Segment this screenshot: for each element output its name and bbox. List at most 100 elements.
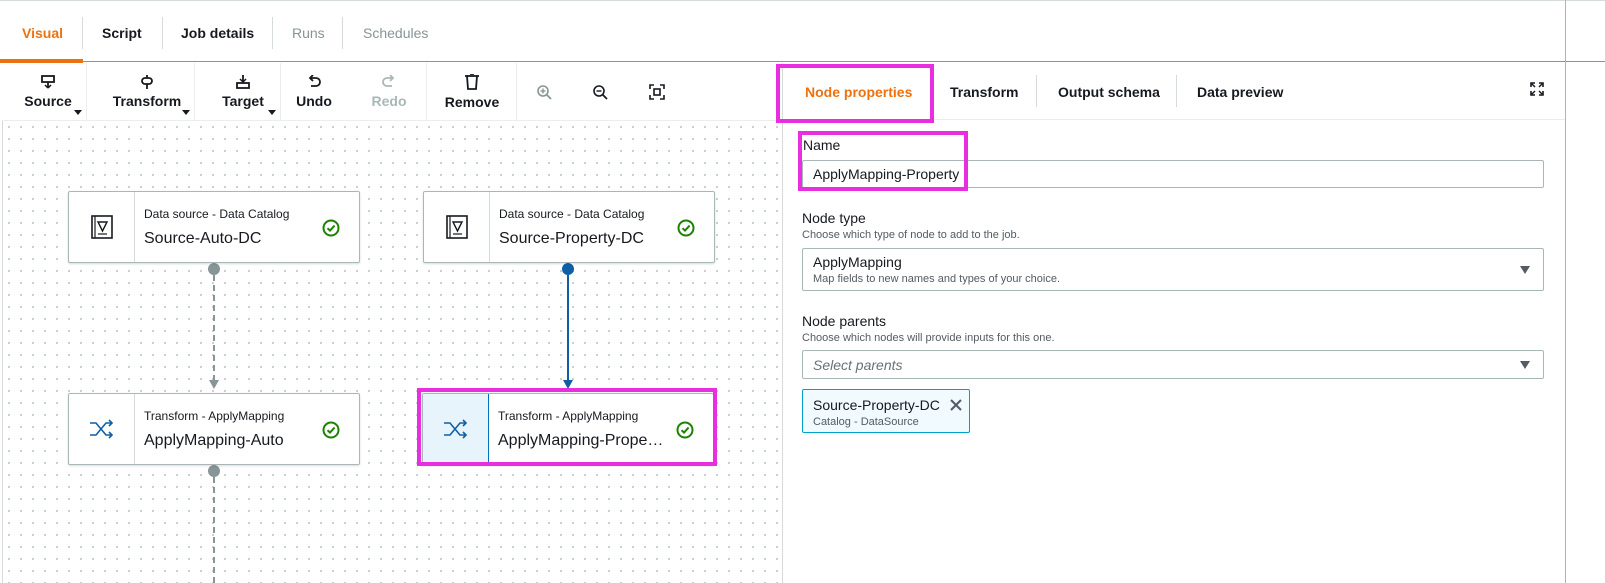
node-name: ApplyMapping-Auto — [144, 432, 284, 449]
parent-token: Source-Property-DC Catalog - DataSource — [802, 389, 970, 433]
tab-divider — [342, 17, 343, 49]
toolbar-divider — [516, 63, 517, 121]
node-type-label: Node type — [802, 210, 866, 226]
redo-icon — [382, 75, 395, 87]
node-source-auto-dc[interactable]: Data source - Data Catalog Source-Auto-D… — [68, 191, 360, 263]
node-applymapping-property[interactable]: Transform - ApplyMapping ApplyMapping-Pr… — [422, 393, 714, 465]
node-parents-select[interactable] — [802, 350, 1544, 379]
node-icon-box — [69, 192, 135, 262]
data-catalog-icon — [445, 215, 468, 239]
node-parents-label: Node parents — [802, 313, 887, 329]
tab-visual[interactable]: Visual — [22, 25, 63, 41]
trash-icon — [465, 74, 479, 90]
target-dropdown-caret — [268, 110, 276, 115]
name-label: Name — [803, 137, 841, 153]
tab-divider — [82, 17, 83, 49]
parent-token-name: Source-Property-DC — [813, 397, 940, 413]
target-label: Target — [222, 93, 264, 109]
node-type-label: Transform - ApplyMapping — [144, 409, 285, 423]
zoom-in-button[interactable] — [534, 82, 554, 102]
node-type-value-description: Map fields to new names and types of you… — [813, 273, 1061, 285]
tab-divider — [272, 17, 273, 49]
main-tab-bar: Visual Script Job details Runs Schedules — [0, 0, 1605, 63]
check-circle-icon — [322, 421, 340, 439]
transform-icon — [141, 75, 153, 89]
node-properties-tab-highlight — [776, 64, 934, 123]
zoom-out-icon — [593, 85, 608, 100]
name-input[interactable] — [802, 160, 1544, 188]
redo-button[interactable]: Redo — [364, 63, 414, 121]
zoom-in-icon — [537, 85, 552, 100]
toolbar-divider — [426, 63, 427, 121]
shuffle-icon — [89, 419, 113, 439]
node-source-property-dc[interactable]: Data source - Data Catalog Source-Proper… — [423, 191, 715, 263]
fit-to-screen-button[interactable] — [647, 82, 667, 102]
transform-button[interactable]: Transform — [102, 63, 192, 121]
node-icon-box — [423, 394, 489, 464]
source-dropdown-caret — [74, 110, 82, 115]
close-icon[interactable] — [949, 398, 963, 412]
tab-schedules[interactable]: Schedules — [363, 25, 429, 41]
active-tab-indicator — [0, 59, 83, 63]
tab-divider — [1176, 75, 1177, 107]
tab-divider — [1036, 75, 1037, 107]
node-name: ApplyMapping-Prope… — [498, 432, 664, 449]
source-icon — [41, 75, 55, 89]
node-name: Source-Auto-DC — [144, 230, 262, 247]
tab-runs[interactable]: Runs — [292, 25, 325, 41]
node-type-label: Data source - Data Catalog — [499, 207, 645, 221]
transform-label: Transform — [112, 93, 182, 109]
edge-auto-transform-output — [208, 465, 220, 583]
shuffle-icon — [443, 419, 467, 439]
node-panel-tab-bar: Node properties Transform Output schema … — [783, 63, 1565, 120]
check-circle-icon — [322, 219, 340, 237]
node-type-select[interactable] — [802, 248, 1544, 291]
edge-auto-source-to-transform — [208, 263, 220, 389]
target-icon — [236, 75, 250, 89]
tab-node-properties[interactable]: Node properties — [805, 84, 913, 100]
node-applymapping-auto[interactable]: Transform - ApplyMapping ApplyMapping-Au… — [68, 393, 360, 465]
zoom-out-button[interactable] — [590, 82, 610, 102]
caret-down-icon — [1520, 266, 1530, 274]
redo-label: Redo — [371, 93, 407, 109]
tab-divider — [162, 17, 163, 49]
remove-label: Remove — [444, 94, 500, 110]
node-icon-box — [424, 192, 490, 262]
edge-layer — [208, 263, 574, 583]
node-parents-placeholder: Select parents — [813, 357, 903, 373]
selected-node-highlight — [417, 388, 717, 466]
undo-icon — [308, 75, 321, 87]
remove-button[interactable]: Remove — [440, 63, 504, 121]
tab-transform[interactable]: Transform — [950, 84, 1019, 100]
tab-job-details[interactable]: Job details — [181, 25, 255, 41]
node-type-value: ApplyMapping — [813, 254, 902, 270]
caret-down-icon — [1520, 361, 1530, 369]
node-type-label: Data source - Data Catalog — [144, 207, 290, 221]
canvas-divider — [782, 63, 783, 583]
fit-to-screen-icon — [649, 84, 665, 100]
check-circle-icon — [676, 421, 694, 439]
source-label: Source — [24, 93, 72, 109]
tab-output-schema[interactable]: Output schema — [1058, 84, 1160, 100]
name-input-value: ApplyMapping-Property — [813, 166, 960, 182]
node-parents-description: Choose which nodes will provide inputs f… — [802, 332, 1055, 344]
source-button[interactable]: Source — [12, 63, 84, 121]
node-type-label: Transform - ApplyMapping — [498, 409, 639, 423]
edge-property-source-to-transform — [562, 263, 574, 389]
visual-toolbar: Source Transform Target Undo — [2, 63, 782, 121]
name-field-highlight — [798, 131, 968, 191]
toolbar-divider — [194, 63, 195, 121]
data-catalog-icon — [90, 215, 113, 239]
tab-data-preview[interactable]: Data preview — [1197, 84, 1284, 100]
toolbar-divider — [86, 63, 87, 121]
tab-script[interactable]: Script — [102, 25, 142, 41]
parent-token-description: Catalog - DataSource — [813, 416, 919, 428]
node-icon-box — [69, 394, 135, 464]
expand-icon[interactable] — [1530, 82, 1544, 96]
transform-dropdown-caret — [182, 110, 190, 115]
node-type-description: Choose which type of node to add to the … — [802, 229, 1020, 241]
target-button[interactable]: Target — [208, 63, 278, 121]
window-edge — [1565, 0, 1566, 583]
undo-button[interactable]: Undo — [288, 63, 340, 121]
undo-label: Undo — [296, 93, 332, 109]
